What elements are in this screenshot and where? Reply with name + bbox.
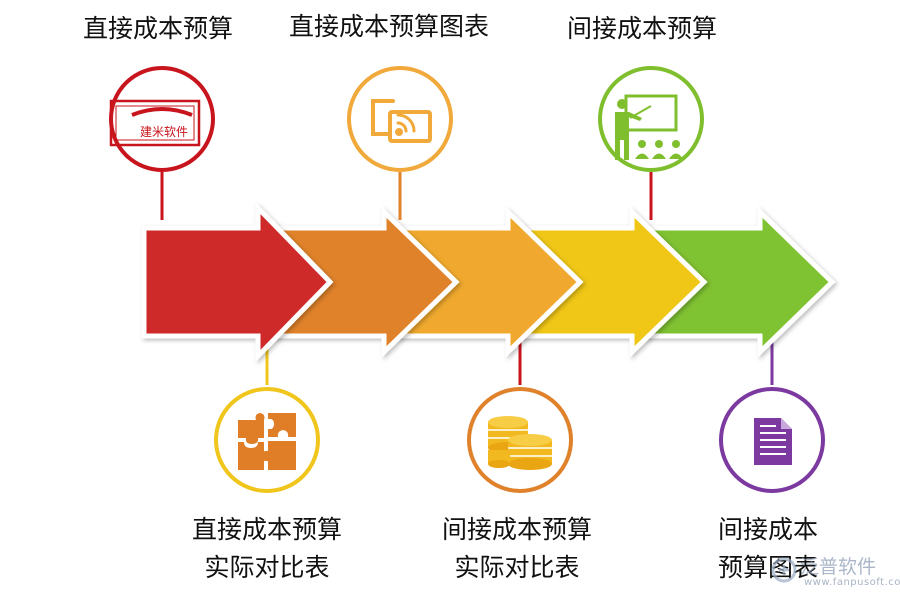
puzzle-icon bbox=[238, 413, 296, 470]
label-bottom-2-line-2: 实际对比表 bbox=[454, 553, 580, 582]
document-icon bbox=[754, 418, 792, 465]
label-top-3: 间接成本预算 bbox=[567, 14, 718, 43]
circle-top-1: 建米软件 bbox=[109, 66, 215, 172]
arrow-1 bbox=[141, 201, 334, 363]
label-bottom-2-line-1: 间接成本预算 bbox=[441, 515, 592, 544]
label-bottom-3-line-2: 预算图表 bbox=[718, 553, 819, 582]
circle-bottom-2 bbox=[467, 387, 573, 493]
label-bottom-1-line-2: 实际对比表 bbox=[204, 553, 330, 582]
label-bottom-2: 间接成本预算 实际对比表 bbox=[430, 511, 604, 587]
brand-logo-icon: 建米软件 bbox=[109, 99, 201, 147]
brand-logo-text: 建米软件 bbox=[140, 125, 188, 139]
watermark: 泛普软件 www.fanpusoft.com bbox=[770, 552, 900, 596]
coins-icon bbox=[488, 416, 552, 470]
label-top-2: 直接成本预算图表 bbox=[289, 12, 490, 41]
teacher-board-icon bbox=[615, 94, 683, 160]
label-bottom-1: 直接成本预算 实际对比表 bbox=[180, 511, 354, 587]
label-top-1: 直接成本预算 bbox=[83, 14, 234, 43]
label-bottom-1-line-1: 直接成本预算 bbox=[191, 515, 342, 544]
circle-top-3 bbox=[598, 66, 704, 172]
watermark-url: www.fanpusoft.com bbox=[804, 577, 900, 588]
label-bottom-3: 间接成本 预算图表 bbox=[718, 511, 818, 587]
circle-bottom-3 bbox=[719, 387, 825, 493]
arrow-chain bbox=[141, 201, 836, 363]
watermark-logo-icon bbox=[771, 557, 797, 583]
label-bottom-3-line-1: 间接成本 bbox=[718, 515, 819, 544]
watermark-text: 泛普软件 bbox=[800, 556, 877, 578]
circle-top-2 bbox=[347, 66, 453, 172]
wireless-screen-icon bbox=[371, 99, 432, 143]
circle-bottom-1 bbox=[214, 387, 320, 493]
